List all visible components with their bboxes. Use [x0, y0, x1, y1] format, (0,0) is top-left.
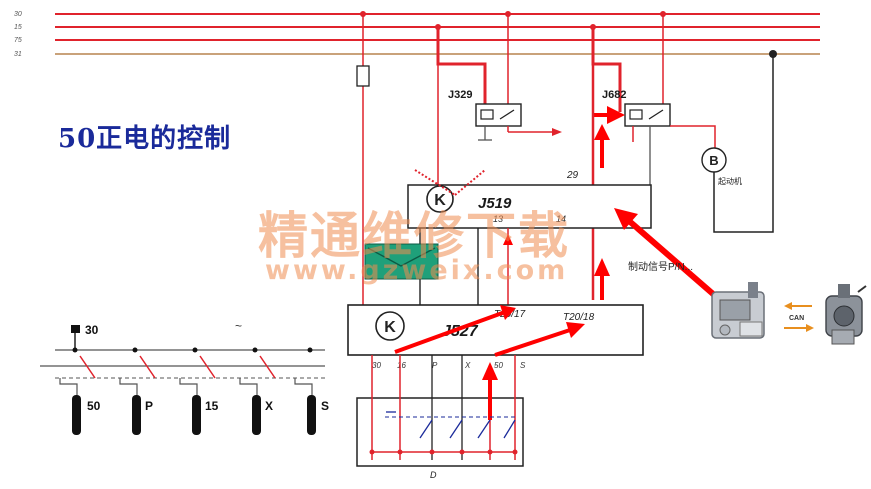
label-d: D — [430, 470, 437, 480]
j527-pin-30: 30 — [372, 361, 381, 370]
starter-label: 起动机 — [718, 176, 742, 186]
relay-j682: J682 — [591, 14, 716, 185]
switch-block-d: D — [356, 355, 524, 480]
module-j519: K J519 13 14 29 — [407, 169, 652, 229]
rail-label-30: 30 — [14, 11, 22, 18]
j527-k: K — [384, 319, 396, 336]
j527-pin-50: 50 — [494, 361, 503, 370]
j519-pin-29: 29 — [566, 170, 579, 181]
watermark-cn: 精通维修下载 — [258, 207, 570, 265]
j527-pin-16: 16 — [397, 361, 406, 370]
rail-label-15: 15 — [14, 24, 22, 31]
starter-symbol: B — [709, 153, 718, 168]
legend-x: X — [265, 399, 273, 413]
power-rails: 30 15 75 31 — [14, 11, 820, 58]
legend-s: S — [321, 399, 329, 413]
legend-p: P — [145, 399, 153, 413]
transmission-illustration — [825, 284, 867, 345]
legend-50: 50 — [87, 399, 101, 413]
switch-legend: 30 ~ 50 — [40, 319, 329, 435]
j527-pin-s: S — [520, 361, 526, 370]
can-connection: CAN — [784, 302, 814, 332]
rail-label-75: 75 — [14, 37, 22, 44]
signal-label: 制动信号P/N... — [628, 262, 694, 273]
j519-k: K — [434, 192, 446, 209]
j519-pin-14: 14 — [556, 214, 566, 224]
legend-30: 30 — [85, 323, 99, 337]
signal-arrow — [614, 208, 722, 303]
label-j527: J527 — [442, 323, 479, 340]
legend-15: 15 — [205, 399, 219, 413]
fuse-box-symbol — [364, 243, 439, 280]
arrow-up-j682 — [594, 124, 610, 140]
j519-pin-13: 13 — [493, 214, 503, 224]
fuse-feed — [356, 14, 370, 305]
label-j682: J682 — [602, 89, 626, 101]
gear-selector-illustration — [711, 282, 765, 339]
label-j519: J519 — [478, 195, 512, 212]
module-j527: K J527 T20/17 T20/18 30 16 P X 50 S — [347, 304, 644, 370]
j519-j527-wires — [419, 228, 610, 305]
starter-motor: B 起动机 — [701, 54, 774, 233]
relay-j329: J329 — [436, 14, 562, 185]
j527-pin-x: X — [464, 361, 471, 370]
rail-junctions — [360, 11, 777, 58]
diagram-title: 50正电的控制 — [58, 124, 232, 154]
j527-pin-t20-18: T20/18 — [563, 312, 595, 323]
legend-mark: ~ — [235, 319, 242, 333]
fuse-symbol — [356, 65, 370, 87]
watermark-url: www.gzweix.com — [265, 255, 569, 286]
label-j329: J329 — [448, 89, 472, 101]
j527-pin-p: P — [432, 361, 438, 370]
can-label: CAN — [789, 315, 804, 322]
rail-label-31: 31 — [14, 51, 22, 58]
